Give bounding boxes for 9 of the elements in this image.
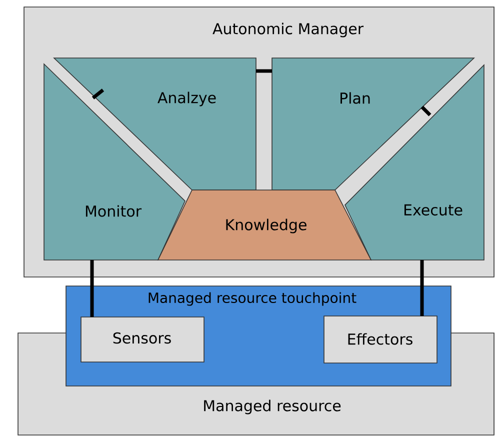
sensor-box: Sensors [80, 316, 204, 362]
connector [90, 260, 94, 317]
connector [92, 88, 104, 100]
connector [256, 69, 272, 73]
effector-box: Effectors [324, 316, 438, 364]
connector [420, 260, 424, 316]
plan-box: Plan [272, 58, 475, 190]
node-label: Execute [404, 204, 462, 216]
connector [420, 106, 432, 116]
